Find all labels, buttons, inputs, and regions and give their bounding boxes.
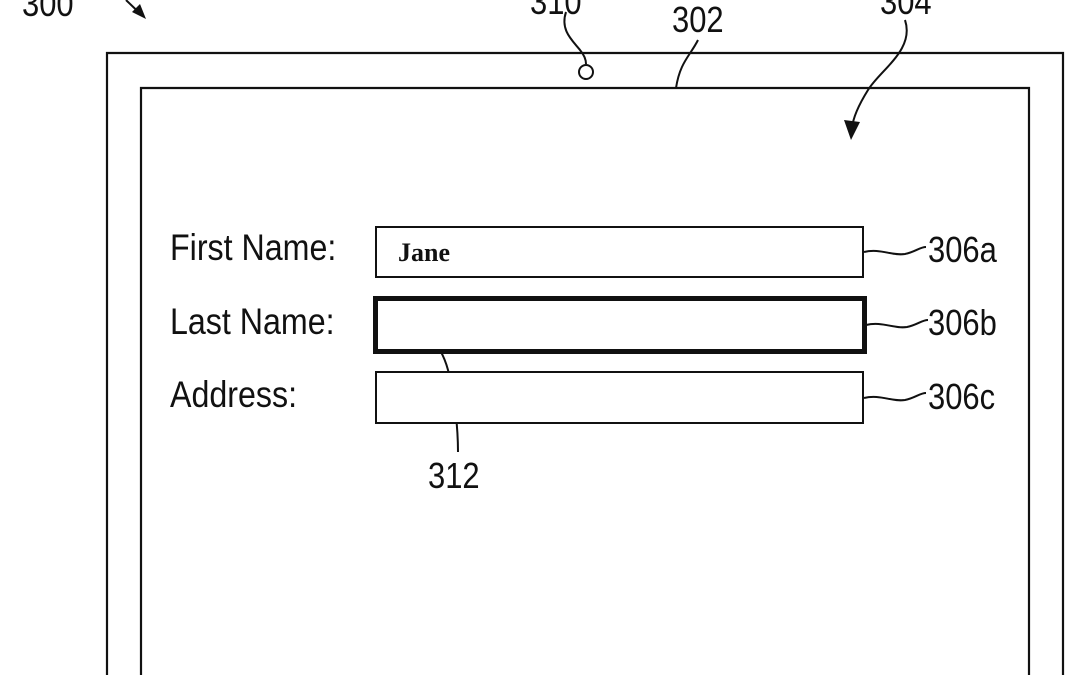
leader-306a: [864, 247, 926, 254]
ref-label-300: 300: [22, 0, 74, 22]
address-field[interactable]: [375, 371, 864, 424]
ref-label-312: 312: [428, 458, 480, 494]
first-name-value: Jane: [398, 240, 450, 266]
arrowhead-300: [132, 4, 146, 19]
ref-label-306a: 306a: [928, 232, 997, 268]
leader-302: [676, 40, 698, 88]
camera-icon: [579, 65, 593, 79]
first-name-field[interactable]: Jane: [375, 226, 864, 278]
ref-label-306c: 306c: [928, 379, 995, 415]
first-name-label: First Name:: [170, 229, 336, 266]
ref-label-310: 310: [530, 0, 582, 20]
leader-304: [852, 20, 907, 128]
last-name-field[interactable]: [373, 296, 867, 354]
last-name-label: Last Name:: [170, 303, 335, 340]
device-housing: [107, 53, 1063, 675]
ref-label-304: 304: [880, 0, 932, 20]
ref-label-306b: 306b: [928, 305, 997, 341]
ref-label-302: 302: [672, 2, 724, 38]
leader-306c: [864, 393, 926, 400]
address-label: Address:: [170, 376, 297, 413]
arrowhead-304: [844, 120, 860, 140]
leader-306b: [866, 320, 928, 327]
